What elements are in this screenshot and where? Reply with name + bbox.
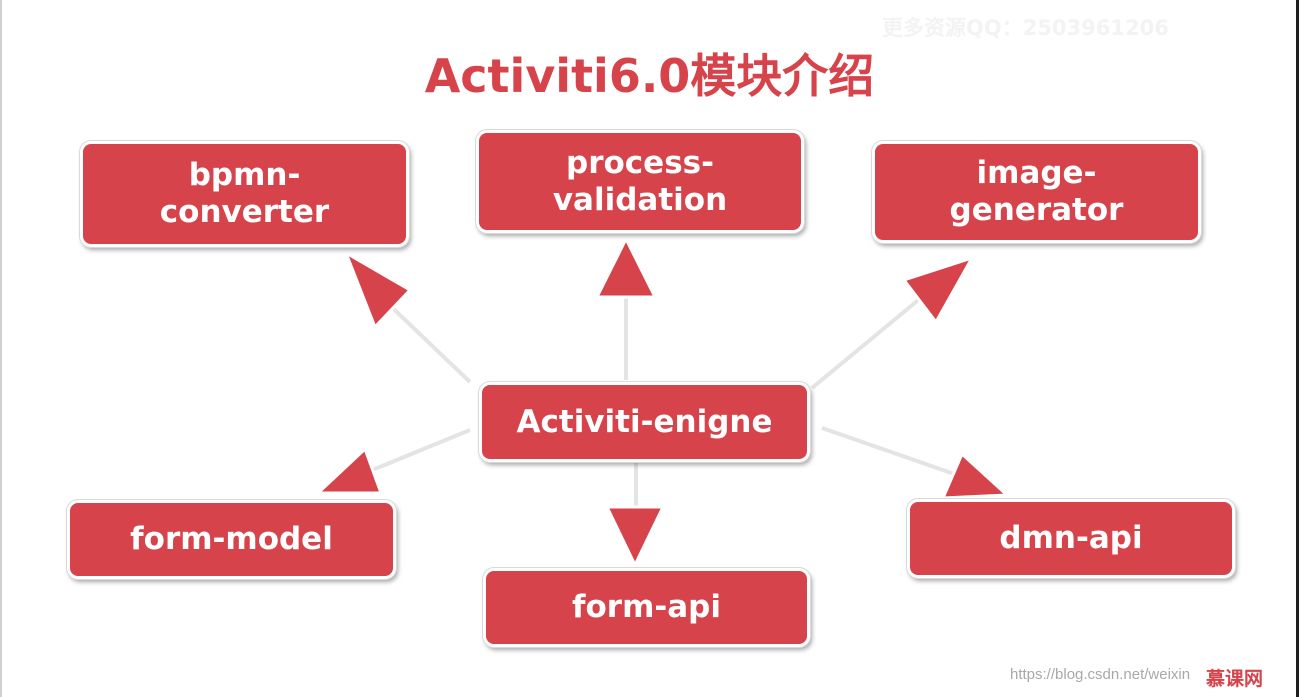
edge-to-bpmn-converter [344,251,472,384]
arrowhead-triangle [344,251,412,329]
node-image-generator[interactable]: image- generator [872,141,1201,243]
arrowhead-triangle [941,452,1009,500]
node-label: form-api [572,589,721,625]
logo-bottom: 慕课网 [1206,668,1264,690]
node-label: bpmn- converter [159,157,330,230]
node-form-model[interactable]: form-model [67,500,396,579]
edge-line [810,290,930,390]
node-activiti-engine[interactable]: Activiti-enigne [479,382,810,462]
node-label: process- validation [552,144,728,218]
watermark-top: 更多资源QQ：2503961206 [882,16,1169,40]
watermark-bottom: https://blog.csdn.net/weixin [1010,666,1191,683]
node-label: dmn-api [999,520,1143,556]
frame-edge-left [0,0,2,697]
page-title: Activiti6.0模块介绍 [0,40,1299,106]
arrowhead-triangle [902,256,974,324]
node-form-api[interactable]: form-api [483,568,810,647]
page-title-text: Activiti6.0模块介绍 [424,49,875,103]
node-label: image- generator [949,155,1124,228]
frame-edge-right [1296,0,1299,697]
edge-to-process-validation [595,237,657,380]
edge-to-form-api [605,462,665,567]
arrowhead-triangle [595,237,657,299]
node-dmn-api[interactable]: dmn-api [907,499,1235,578]
edge-to-dmn-api [821,426,1009,500]
node-process-validation[interactable]: process- validation [476,130,804,233]
edge-line [359,428,471,477]
arrowhead-triangle [605,505,665,567]
edge-line [378,294,472,384]
arrowhead-triangle [316,447,383,495]
edge-to-image-generator [810,256,974,390]
edge-line [821,426,961,478]
node-label: Activiti-enigne [516,403,773,440]
node-label: form-model [130,521,333,557]
edge-to-form-model [316,428,471,495]
node-bpmn-converter[interactable]: bpmn- converter [80,141,409,247]
